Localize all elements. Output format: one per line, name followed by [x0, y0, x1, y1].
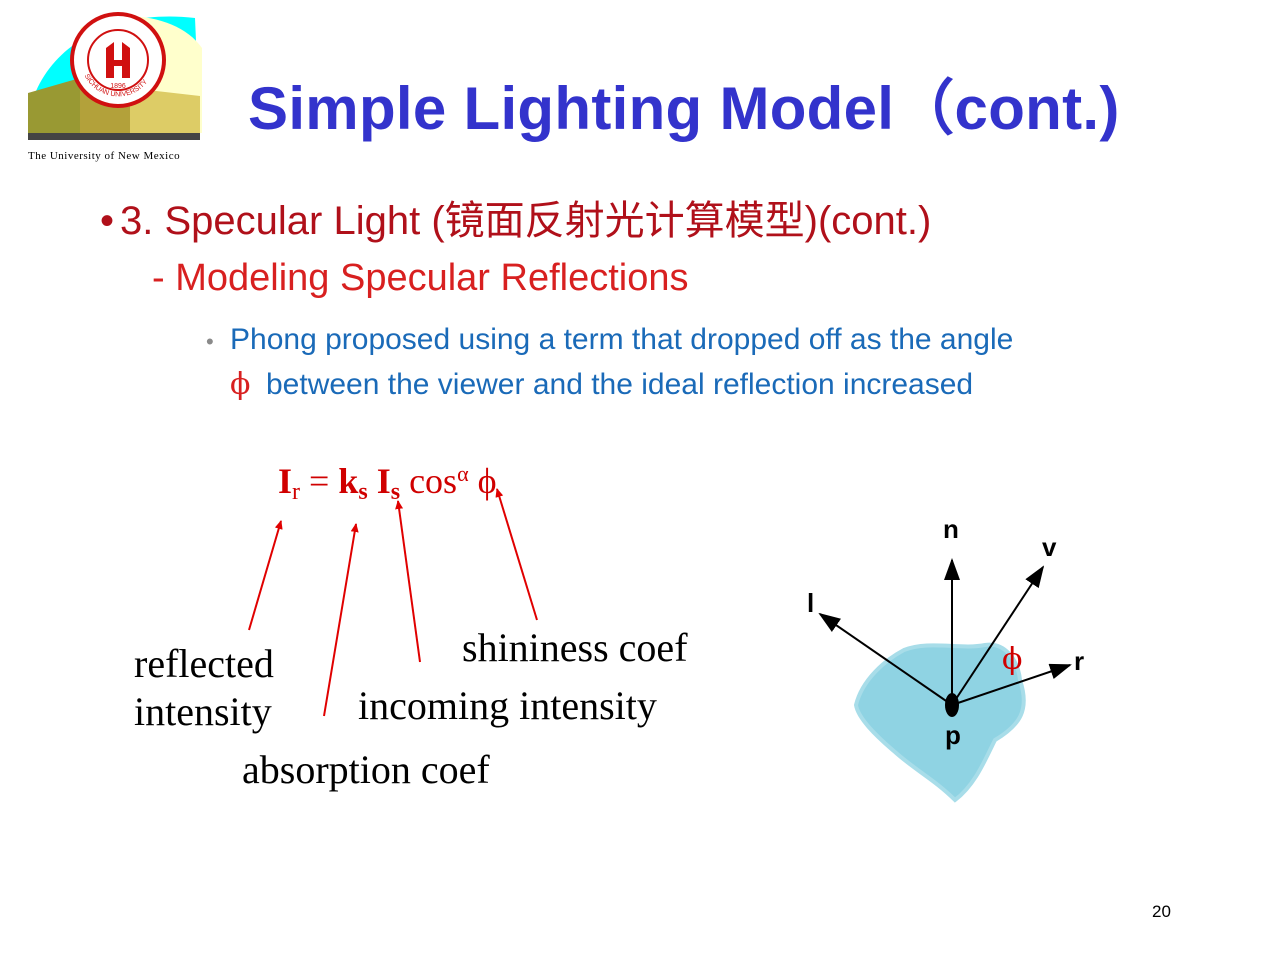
page-number: 20 [1152, 902, 1171, 921]
diagram-label-r: r [1074, 646, 1085, 676]
bullet-level2-text: Modeling Specular Reflections [175, 257, 689, 299]
bullet-level3: • Phong proposed using a term that droppe… [206, 318, 1186, 406]
bullet-marker: • [206, 329, 214, 354]
bullet-level2: - Modeling Specular Reflections [152, 257, 689, 300]
logo-building-left [28, 78, 80, 133]
label-shininess-coef: shininess coef [462, 625, 688, 670]
diagram-label-v: v [1042, 532, 1057, 562]
formula-is: I [376, 461, 391, 501]
seal-year: 1896 [110, 83, 126, 90]
label-reflected-intensity: reflected intensity [134, 640, 274, 736]
diagram-phi: ϕ [1002, 642, 1023, 677]
bullet-level1-text: 3. Specular Light (镜面反射光计算模型)(cont.) [120, 199, 932, 243]
logo-building-right [130, 88, 200, 133]
bullet-level3-line1: • Phong proposed using a term that droppe… [206, 318, 1186, 363]
bullet-level3-line2: ϕ between the viewer and the ideal reflec… [206, 363, 1186, 406]
label-reflected: reflected [134, 641, 274, 686]
dash-marker: - [152, 257, 165, 299]
view-vector [951, 565, 1045, 706]
formula-ks: k [338, 461, 359, 501]
formula-cos: cos [409, 461, 458, 501]
arrow-absorption-coef [323, 523, 359, 717]
label-intensity: intensity [134, 689, 272, 734]
formula-ir-sub: r [292, 479, 301, 505]
arrow-incoming-intensity [395, 500, 421, 663]
university-logo: 1896 SICHUAN UNIVERSITY [28, 12, 202, 140]
label-absorption-coef: absorption coef [242, 747, 490, 792]
diagram-label-p: p [945, 720, 961, 750]
reflection-vector [951, 663, 1072, 706]
formula-alpha: α [457, 461, 469, 486]
formula-ks-sub: s [358, 479, 368, 505]
light-vector [818, 612, 953, 706]
formula-ir: I [278, 461, 293, 501]
slide-title: Simple Lighting Model（cont.) [248, 75, 1120, 142]
point-p [945, 693, 959, 717]
formula-phi: ϕ [477, 461, 497, 501]
formula-equals: = [309, 461, 330, 501]
diagram-label-n: n [943, 514, 959, 544]
bullet-level3-text2: between the viewer and the ideal reflect… [266, 368, 974, 401]
bullet-level1: •3. Specular Light (镜面反射光计算模型)(cont.) [100, 188, 931, 246]
phi-symbol: ϕ [230, 367, 251, 402]
phong-formula: Ir = ks Is cosα ϕ [278, 460, 497, 506]
logo-caption: The University of New Mexico [28, 150, 181, 162]
arrow-reflected-intensity [248, 520, 283, 631]
university-seal: 1896 SICHUAN UNIVERSITY [70, 12, 166, 108]
arrow-shininess-coef [495, 488, 538, 621]
label-incoming-intensity: incoming intensity [358, 683, 657, 728]
bullet-marker: • [100, 199, 115, 243]
logo-ground [28, 133, 200, 140]
formula-is-sub: s [390, 479, 401, 505]
bullet-level3-text1: Phong proposed using a term that dropped… [230, 323, 1014, 356]
surface-blob [853, 642, 1026, 803]
diagram-label-l: l [807, 588, 815, 618]
